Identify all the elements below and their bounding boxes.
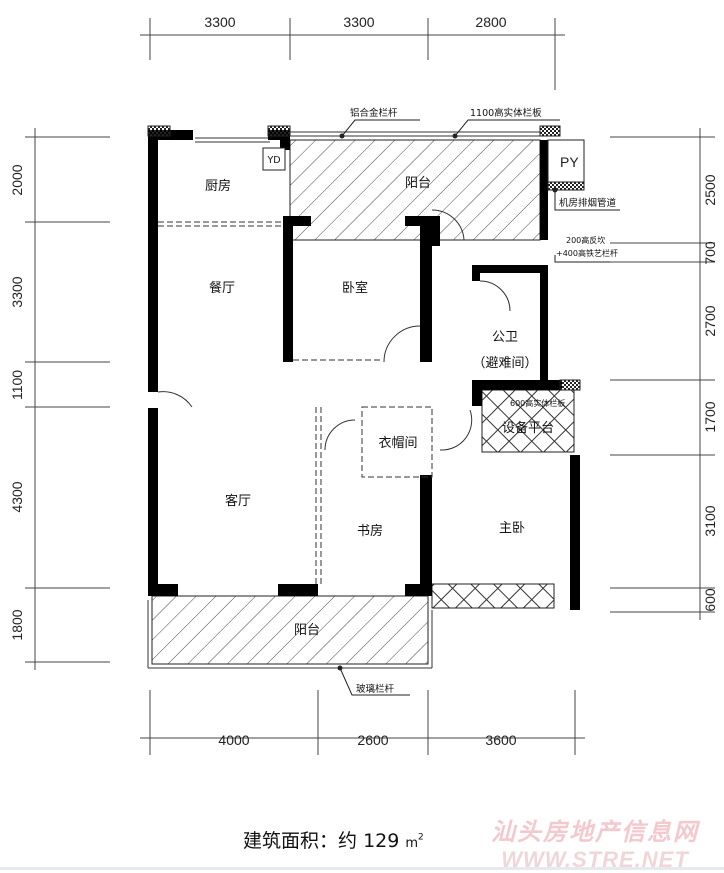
note-alu-railing: 铝合金栏杆 [350,107,398,119]
left-dimensions [25,128,110,670]
area-label: 建筑面积：约 [243,830,358,852]
bottom-divider [0,867,724,870]
area-unit: m [405,836,419,851]
dim-top-3: 2800 [475,14,506,30]
note-smoke-duct: 机房排烟管道 [559,197,617,209]
leader-dots [337,133,558,671]
room-balcony-top: 阳台 [405,176,431,191]
dim-top-1: 3300 [204,14,235,30]
dim-right-2: 700 [702,241,718,265]
railings [147,131,540,669]
room-bedroom: 卧室 [342,280,368,296]
bottom-dimensions [140,690,585,755]
note-solid-parapet: 1100高实体栏板 [470,107,542,119]
area-unit-sup: 2 [418,832,424,843]
equipment-platform-area [481,389,575,453]
walls [148,130,580,610]
dim-left-5: 1800 [9,609,25,640]
room-balcony-bottom: 阳台 [294,623,320,638]
yd-label: YD [266,155,280,166]
room-equipment: 设备平台 [502,420,554,436]
dim-right-4: 1700 [702,401,718,432]
dim-left-2: 3300 [9,276,25,307]
dim-left-1: 2000 [9,164,25,195]
note-parapet-600: 600高实体栏板 [510,398,565,408]
building-area: 建筑面积：约 129 m2 [243,826,424,853]
dim-right-3: 2700 [702,305,718,336]
dim-bottom-2: 2600 [357,732,388,748]
right-dimensions [610,128,715,620]
room-bathroom-sub: （避难间） [472,356,537,371]
room-living: 客厅 [225,493,251,509]
balcony-bottom-area [151,595,429,665]
room-bathroom: 公卫 [492,330,518,345]
columns [147,125,585,391]
bay-window-area [431,583,555,609]
room-kitchen: 厨房 [205,178,231,194]
note-iron-railing: +400高铁艺栏杆 [556,248,618,258]
watermark-line1: 汕头房地产信息网 [491,818,699,846]
dim-right-1: 2500 [702,174,718,205]
dim-left-3: 1100 [9,370,25,400]
leader-lines [339,119,620,696]
dim-right-6: 600 [702,588,718,612]
dim-left-4: 4300 [9,481,25,512]
room-closet: 衣帽间 [378,435,417,451]
py-label: PY [560,154,579,170]
partitions [158,221,433,584]
dim-bottom-1: 4000 [218,732,249,748]
watermark: 汕头房地产信息网 WWW.STRE.NET [480,812,710,873]
py-shaft [547,139,585,183]
top-dimensions [140,18,565,90]
dim-bottom-3: 3600 [485,732,516,748]
dim-top-2: 3300 [343,14,374,30]
note-curb: 200高反坎 [566,235,605,245]
room-master: 主卧 [499,521,525,536]
area-value: 129 [363,830,400,852]
room-study: 书房 [357,523,383,539]
doors [157,209,511,451]
room-dining: 餐厅 [209,280,235,296]
yd-box [262,147,286,171]
dim-right-5: 3100 [702,505,718,536]
note-glass-railing: 玻璃栏杆 [356,683,395,695]
